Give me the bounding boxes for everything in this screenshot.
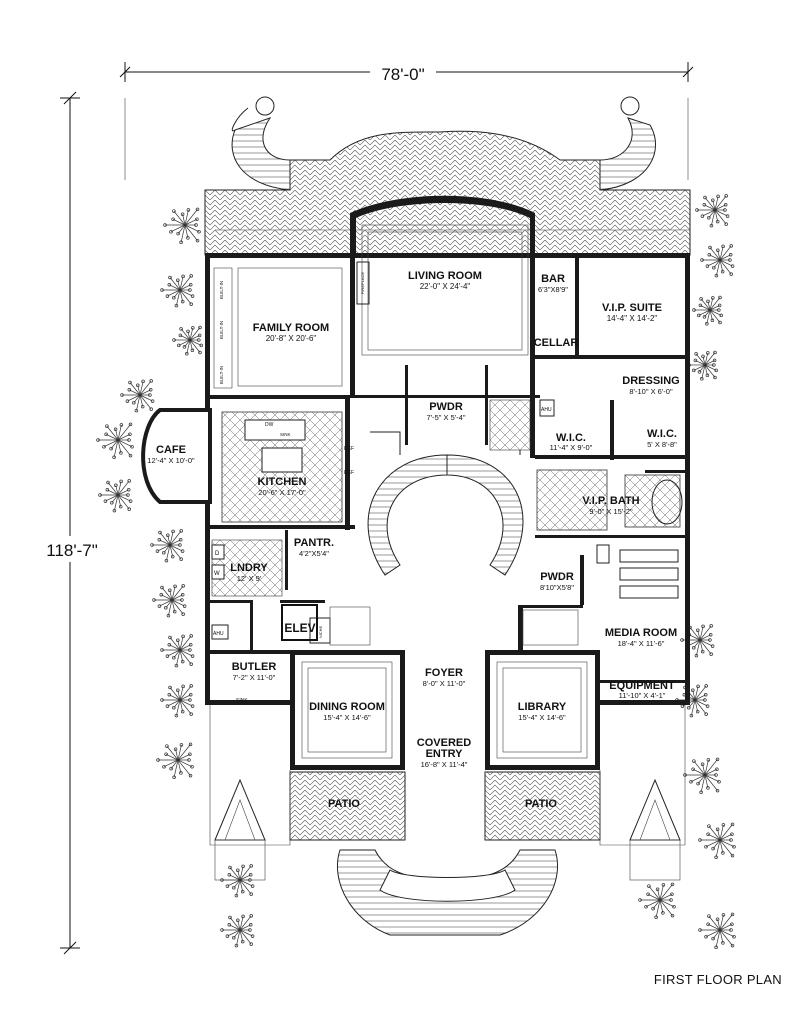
dressing-name: DRESSING [622, 375, 679, 387]
shrub [172, 325, 203, 356]
washer-label: W [214, 571, 220, 577]
foyer-size: 8'-0" X 11'-0" [423, 679, 466, 688]
niche-label: NICHE [318, 625, 323, 638]
equipment-size: 11'-10" X 4'-1" [619, 691, 666, 700]
living-room-size: 22'-0" X 24'-4" [420, 282, 471, 291]
family-room-name: FAMILY ROOM [253, 322, 329, 334]
patio-right-name: PATIO [525, 798, 557, 810]
shrub [98, 479, 133, 513]
ahu-label: AHU [213, 631, 224, 637]
laundry-name: LNDRY [230, 562, 268, 574]
dining-room-size: 15'-4" X 14'-6" [323, 713, 371, 722]
media-seating [596, 544, 679, 599]
dressing-size: 8'-10" X 6'-0" [629, 387, 673, 396]
drawing-title: FIRST FLOOR PLAN [653, 972, 782, 987]
vip-suite-size: 14'-4" X 14'-2" [607, 314, 658, 323]
shrub [220, 864, 255, 898]
wic-name: W.I.C. [556, 432, 586, 444]
dryer-label: D [215, 551, 220, 557]
media-room-size: 18'-4" X 11'-6" [618, 639, 665, 648]
overall-width-label: 78'-0" [381, 65, 424, 84]
pwdr-name: PWDR [540, 571, 574, 583]
butler-size: 7'-2" X 11'-0" [233, 673, 276, 682]
interior-walls [210, 258, 685, 770]
butler-name: BUTLER [232, 661, 277, 673]
foyer-name: FOYER [425, 667, 463, 679]
equipment-name: EQUIPMENT [609, 680, 675, 692]
wic-size: 11'-4" X 9'-0" [550, 443, 593, 452]
pwdr-size: 7'-5" X 5'-4" [426, 413, 465, 422]
bar-size: 6'3"X8'9" [538, 285, 568, 294]
elevator-name: ELEV [284, 621, 315, 635]
library-size: 15'-4" X 14'-6" [518, 713, 566, 722]
fireplace-label: FIREPLACE [360, 272, 365, 295]
living-room-name: LIVING ROOM [408, 270, 482, 282]
shrub [698, 822, 736, 860]
dining-room-name: DINING ROOM [309, 701, 385, 713]
shrub [700, 244, 735, 278]
shrub [698, 912, 736, 950]
cafe-name: CAFE [156, 444, 186, 456]
shrub [687, 350, 718, 381]
laundry-size: 12' X 9' [237, 574, 262, 583]
shrub [160, 634, 195, 668]
shrub [692, 295, 723, 326]
covered-entry-name-line2: ENTRY [426, 748, 464, 760]
wic-name: W.I.C. [647, 428, 677, 440]
pwdr-name: PWDR [429, 401, 463, 413]
built-in-label: BUILT-IN [219, 281, 224, 299]
shrub [120, 379, 155, 413]
patio-left-name: PATIO [328, 798, 360, 810]
shrub [152, 584, 187, 618]
shrub [160, 274, 195, 308]
rear-terrace [204, 96, 691, 256]
overall-depth-label: 118'-7" [46, 541, 98, 560]
dw-label: DW [265, 422, 274, 428]
bar-name: BAR [541, 273, 565, 285]
landscape-shrubs [96, 194, 736, 950]
shrub [156, 742, 194, 780]
pantry-name: PANTR. [294, 537, 334, 549]
kitchen-size: 20'-6" X 17'-0" [258, 488, 306, 497]
covered-entry-size: 16'-8" X 11'-4" [421, 760, 468, 769]
family-room-size: 20'-8" X 20'-6" [266, 334, 317, 343]
shrub [220, 914, 255, 948]
vip-bath-name: V.I.P. BATH [582, 495, 639, 507]
shrub [683, 757, 721, 795]
pantry-size: 4'2"X5'4" [299, 549, 329, 558]
front-gables [214, 778, 681, 881]
wic-size: 5' X 8'-8" [647, 440, 677, 449]
media-room-name: MEDIA ROOM [605, 627, 677, 639]
shrub [150, 529, 185, 563]
pwdr-size: 8'10"X5'8" [540, 583, 574, 592]
cafe-size: 12'-4" X 10'-0" [147, 456, 195, 465]
ref-label: REF [344, 446, 354, 452]
shrub [638, 882, 676, 920]
sink-label: SINK [236, 698, 248, 704]
covered-entry-name: COVERED [417, 737, 471, 749]
ahu-label: AHU [541, 407, 552, 413]
ref-label: REF [344, 470, 354, 476]
shrub [163, 207, 201, 245]
shrub [160, 684, 195, 718]
shrub [675, 684, 710, 718]
grand-staircase [367, 431, 524, 576]
cellar-name: CELLAR [534, 337, 579, 349]
vip-suite-name: V.I.P. SUITE [602, 302, 662, 314]
library-name: LIBRARY [518, 701, 567, 713]
built-in-label: BUILT-IN [219, 321, 224, 339]
shrub [96, 422, 134, 460]
kitchen-name: KITCHEN [258, 476, 307, 488]
sink-label: SINK [280, 432, 291, 437]
shrub [695, 194, 730, 228]
vip-bath-size: 9'-0" X 15'-2" [589, 507, 633, 516]
built-in-label: BUILT-IN [219, 366, 224, 384]
room-labels: LIVING ROOM 22'-0" X 24'-4" FAMILY ROOM … [147, 270, 679, 810]
